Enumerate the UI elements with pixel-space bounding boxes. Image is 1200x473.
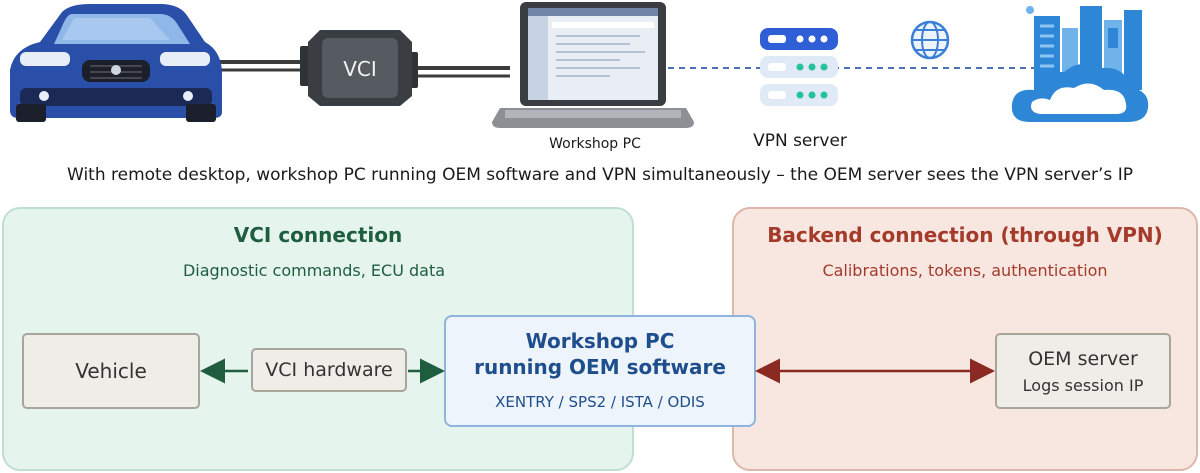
pc-box-software: XENTRY / SPS2 / ISTA / ODIS: [495, 393, 705, 411]
car-icon: [10, 4, 222, 122]
cloud-buildings-icon: [1011, 6, 1149, 122]
laptop-icon: [492, 2, 694, 128]
oem-server-note: Logs session IP: [1022, 375, 1144, 395]
vehicle-box: Vehicle: [22, 333, 200, 409]
vci-hardware-label: VCI hardware: [265, 359, 393, 381]
vci-device-icon: VCI: [300, 30, 418, 106]
cable-vci-laptop: [408, 66, 510, 78]
diagram-caption: With remote desktop, workshop PC running…: [67, 165, 1133, 185]
oem-server-box: OEM server Logs session IP: [995, 333, 1171, 409]
vci-device-label: VCI: [343, 57, 377, 81]
vci-panel-subtitle: Diagnostic commands, ECU data: [182, 261, 446, 280]
vci-panel-title: VCI connection: [233, 223, 403, 247]
pc-box-line1: Workshop PC: [525, 329, 675, 353]
pc-box-line2: running OEM software: [474, 355, 726, 379]
top-illustration: VCI: [10, 2, 1149, 128]
backend-panel-subtitle: Calibrations, tokens, authentication: [822, 261, 1108, 280]
vpn-server-label: VPN server: [753, 131, 847, 151]
vci-hardware-box: VCI hardware: [251, 348, 407, 392]
vehicle-label: Vehicle: [75, 359, 147, 383]
oem-server-title: OEM server: [1028, 347, 1138, 370]
vpn-server-icon: [760, 28, 838, 106]
workshop-pc-label: Workshop PC: [549, 136, 641, 152]
backend-panel-title: Backend connection (through VPN): [767, 223, 1163, 247]
workshop-pc-box: Workshop PC running OEM software XENTRY …: [444, 315, 756, 427]
globe-icon: [910, 20, 950, 60]
